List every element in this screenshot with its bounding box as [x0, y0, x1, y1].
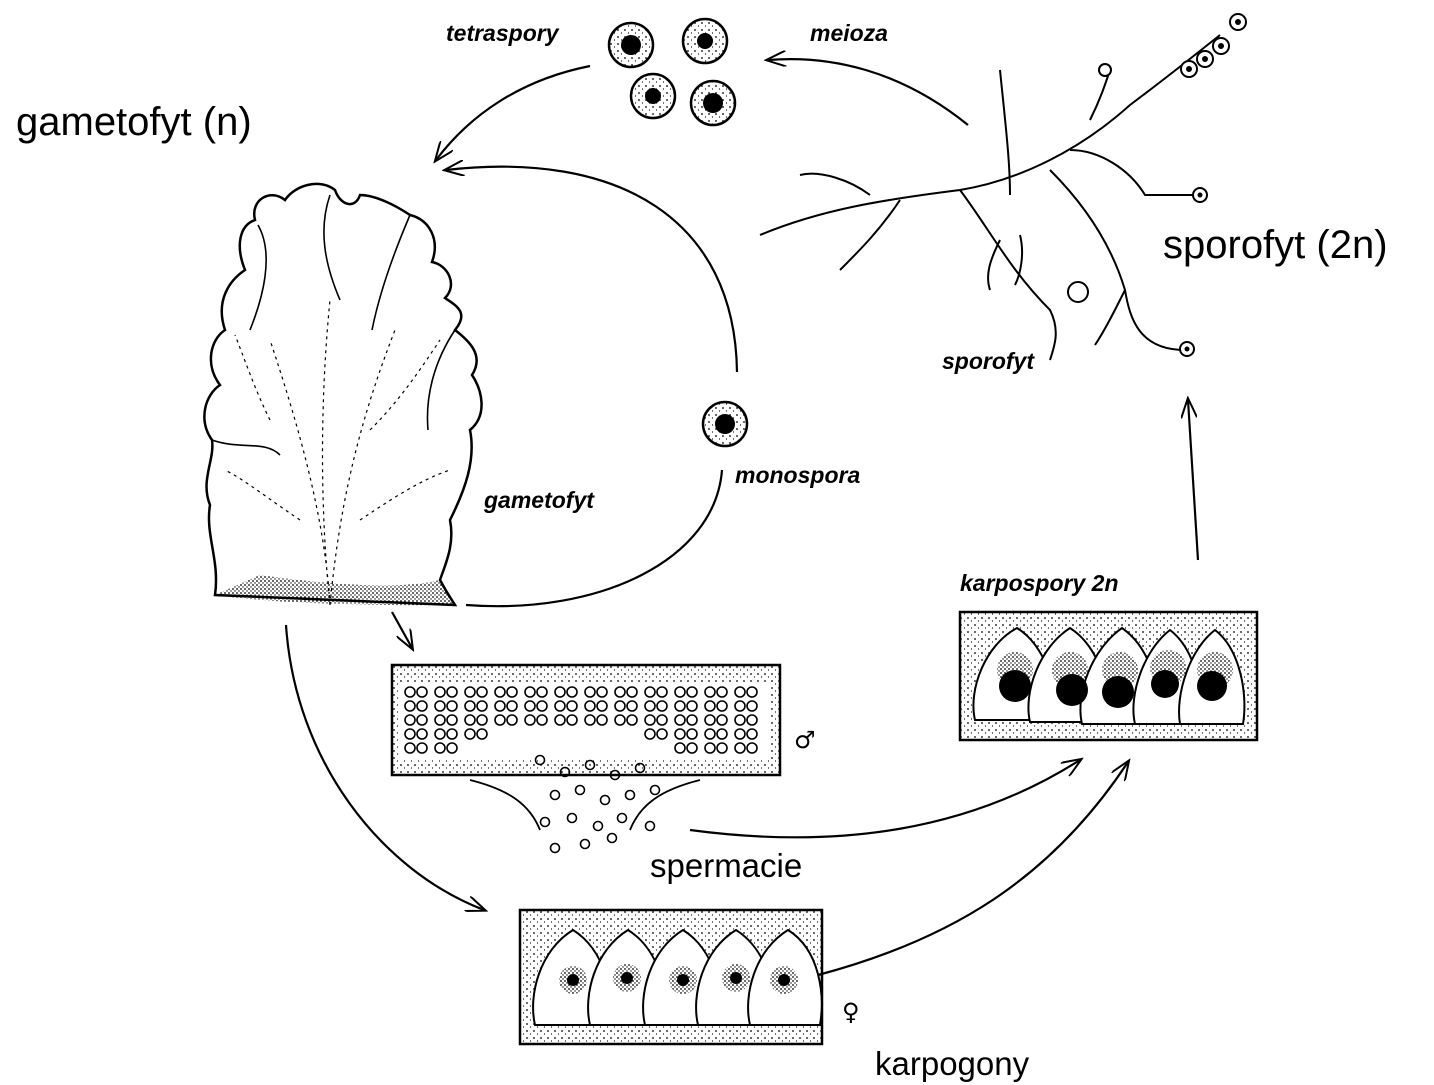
- arrow-tetraspores-to-gametophyte: [436, 66, 590, 160]
- monospore: [703, 402, 747, 446]
- carpogonium-panel: [520, 910, 822, 1044]
- tetraspore-2: [683, 19, 727, 63]
- label-gametophyte: gametofyt: [484, 487, 594, 514]
- male-symbol: ♂: [794, 726, 816, 754]
- label-meiosis: meioza: [810, 20, 888, 47]
- arrow-meiosis: [768, 59, 968, 125]
- sporophyte-filaments: [760, 35, 1220, 360]
- label-carpogonia: karpogony: [875, 1045, 1029, 1083]
- female-symbol: ♀: [842, 998, 860, 1026]
- label-sporophyte-2n: sporofyt (2n): [1163, 223, 1388, 268]
- tetraspore-4: [691, 81, 735, 125]
- label-monospore: monospora: [735, 462, 860, 489]
- sporophyte-spores: [1068, 14, 1246, 356]
- label-carpospores: karpospory 2n: [960, 570, 1119, 597]
- arrow-carpogonium-to-carposporophyte: [818, 762, 1128, 975]
- label-spermatia: spermacie: [650, 847, 802, 885]
- tetraspores: [609, 19, 735, 125]
- tetraspore-1: [609, 23, 653, 67]
- label-tetraspores: tetraspory: [446, 20, 558, 47]
- arrow-gametophyte-to-antheridium: [392, 612, 412, 648]
- label-sporophyte: sporofyt: [942, 348, 1034, 375]
- label-gametophyte-n: gametofyt (n): [16, 100, 252, 145]
- tetraspore-3: [631, 74, 675, 118]
- arrow-carpospores-to-sporophyte: [1188, 400, 1198, 560]
- arrow-monospore-to-gametophyte: [446, 167, 737, 372]
- carpospore-panel: [960, 612, 1257, 740]
- antheridium-panel: [392, 665, 780, 830]
- gametophyte-thallus: [204, 184, 481, 605]
